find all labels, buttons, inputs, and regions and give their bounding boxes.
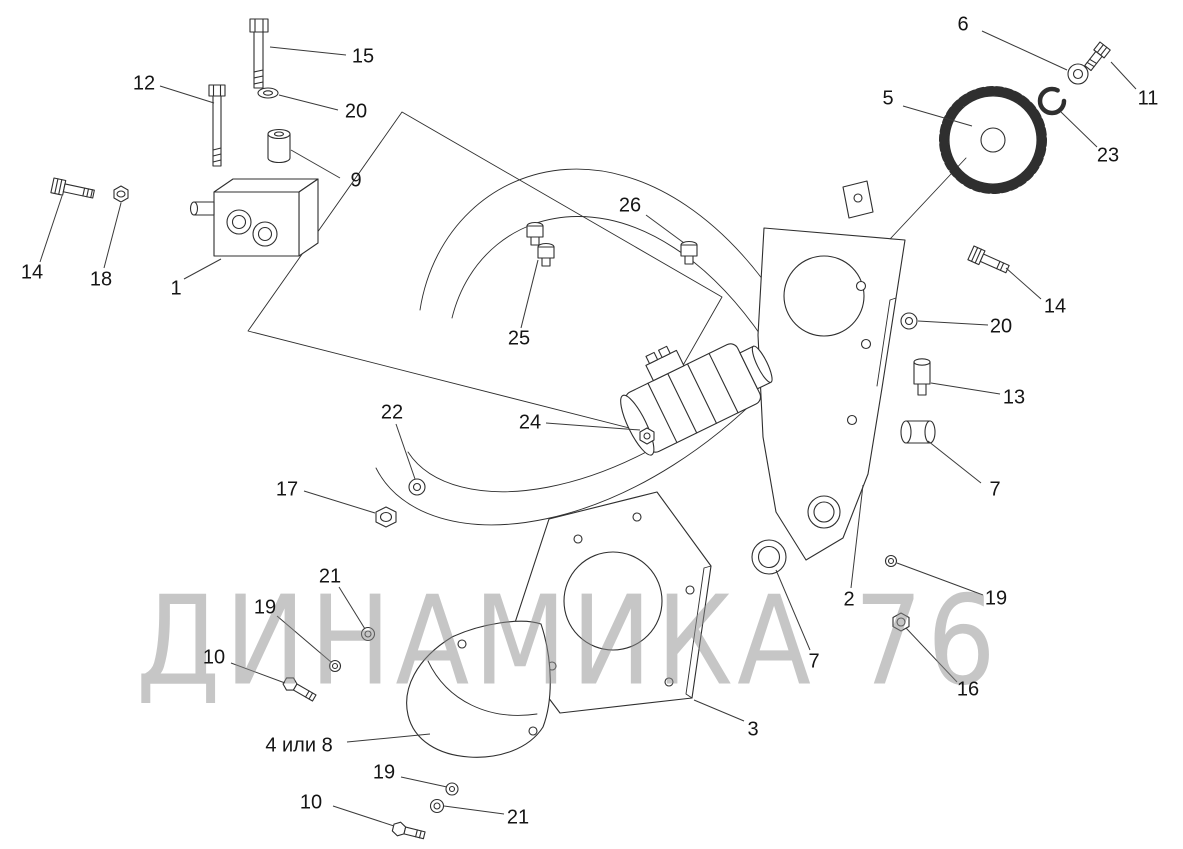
nut-17-drawing <box>375 506 397 528</box>
bolt-12-drawing <box>208 84 226 167</box>
washer-19-left-drawing <box>328 659 342 673</box>
bushing-7-bottom-drawing <box>751 539 787 575</box>
bolt-14-left-drawing <box>50 177 95 199</box>
callout-label: 5 <box>882 87 894 110</box>
callout-label: 18 <box>89 268 113 291</box>
motor-24-drawing <box>620 343 773 456</box>
callout-label: 24 <box>518 411 542 434</box>
callout-label: 2 <box>843 588 855 611</box>
callout-leader-lines <box>39 30 1137 827</box>
callout-label: 1 <box>170 277 182 300</box>
callout-label: 7 <box>808 650 820 673</box>
bolt-15-drawing <box>249 18 269 89</box>
cover-4-8-drawing <box>406 620 551 758</box>
callout-label: 10 <box>202 646 226 669</box>
callout-label: 21 <box>506 806 530 829</box>
callout-label: 9 <box>350 169 362 192</box>
bushing-7-right-drawing <box>900 420 936 444</box>
washer-19-right-drawing <box>884 554 898 568</box>
nut-16-drawing <box>892 612 910 632</box>
swoosh-ornament <box>375 168 803 526</box>
callout-label: 14 <box>20 261 44 284</box>
callout-label: 13 <box>1002 386 1026 409</box>
spacer-9-drawing <box>267 128 291 164</box>
fittings-25-drawing <box>526 221 555 267</box>
bolt-11-drawing <box>1084 41 1111 72</box>
bolt-10-bottom-drawing <box>391 821 426 840</box>
callout-label: 11 <box>1137 87 1159 110</box>
callout-label: 20 <box>344 100 368 123</box>
callout-label: 23 <box>1096 144 1120 167</box>
callout-label: 19 <box>984 587 1008 610</box>
callout-label: 3 <box>747 718 759 741</box>
callout-label: 17 <box>275 478 299 501</box>
callout-label: 14 <box>1043 295 1067 318</box>
callout-label: 25 <box>507 327 531 350</box>
circlip-23-drawing <box>1037 86 1067 116</box>
bolt-10-left-drawing <box>282 677 317 702</box>
washer-19-bottom-drawing <box>445 782 459 796</box>
callout-label: 26 <box>618 194 642 217</box>
callout-label: 16 <box>956 678 980 701</box>
washer-22-drawing <box>408 478 426 496</box>
bolt-14-right-drawing <box>967 245 1010 274</box>
washer-20-top-drawing <box>257 87 279 99</box>
callout-label: 21 <box>318 565 342 588</box>
callout-label: 7 <box>989 478 1001 501</box>
washer-20-right-drawing <box>900 312 918 330</box>
callout-label: 15 <box>351 45 375 68</box>
callout-label: 4 или 8 <box>265 734 333 757</box>
callout-label: 22 <box>380 401 404 424</box>
callout-label: 19 <box>253 596 277 619</box>
valve-block-1-drawing <box>189 178 319 257</box>
washer-21-top-drawing <box>360 626 376 642</box>
washer-6-drawing <box>1067 63 1089 85</box>
gear-5-drawing <box>845 86 1047 287</box>
callout-label: 10 <box>299 791 323 814</box>
bracket-2-drawing <box>757 180 906 561</box>
callout-label: 12 <box>132 72 156 95</box>
nut-18-drawing <box>113 185 129 203</box>
pin-13-drawing <box>913 358 931 396</box>
washer-21-bottom-drawing <box>429 798 445 814</box>
callout-label: 20 <box>989 315 1013 338</box>
callout-label: 6 <box>957 13 969 36</box>
fitting-26-drawing <box>680 240 698 265</box>
callout-label: 19 <box>372 761 396 784</box>
